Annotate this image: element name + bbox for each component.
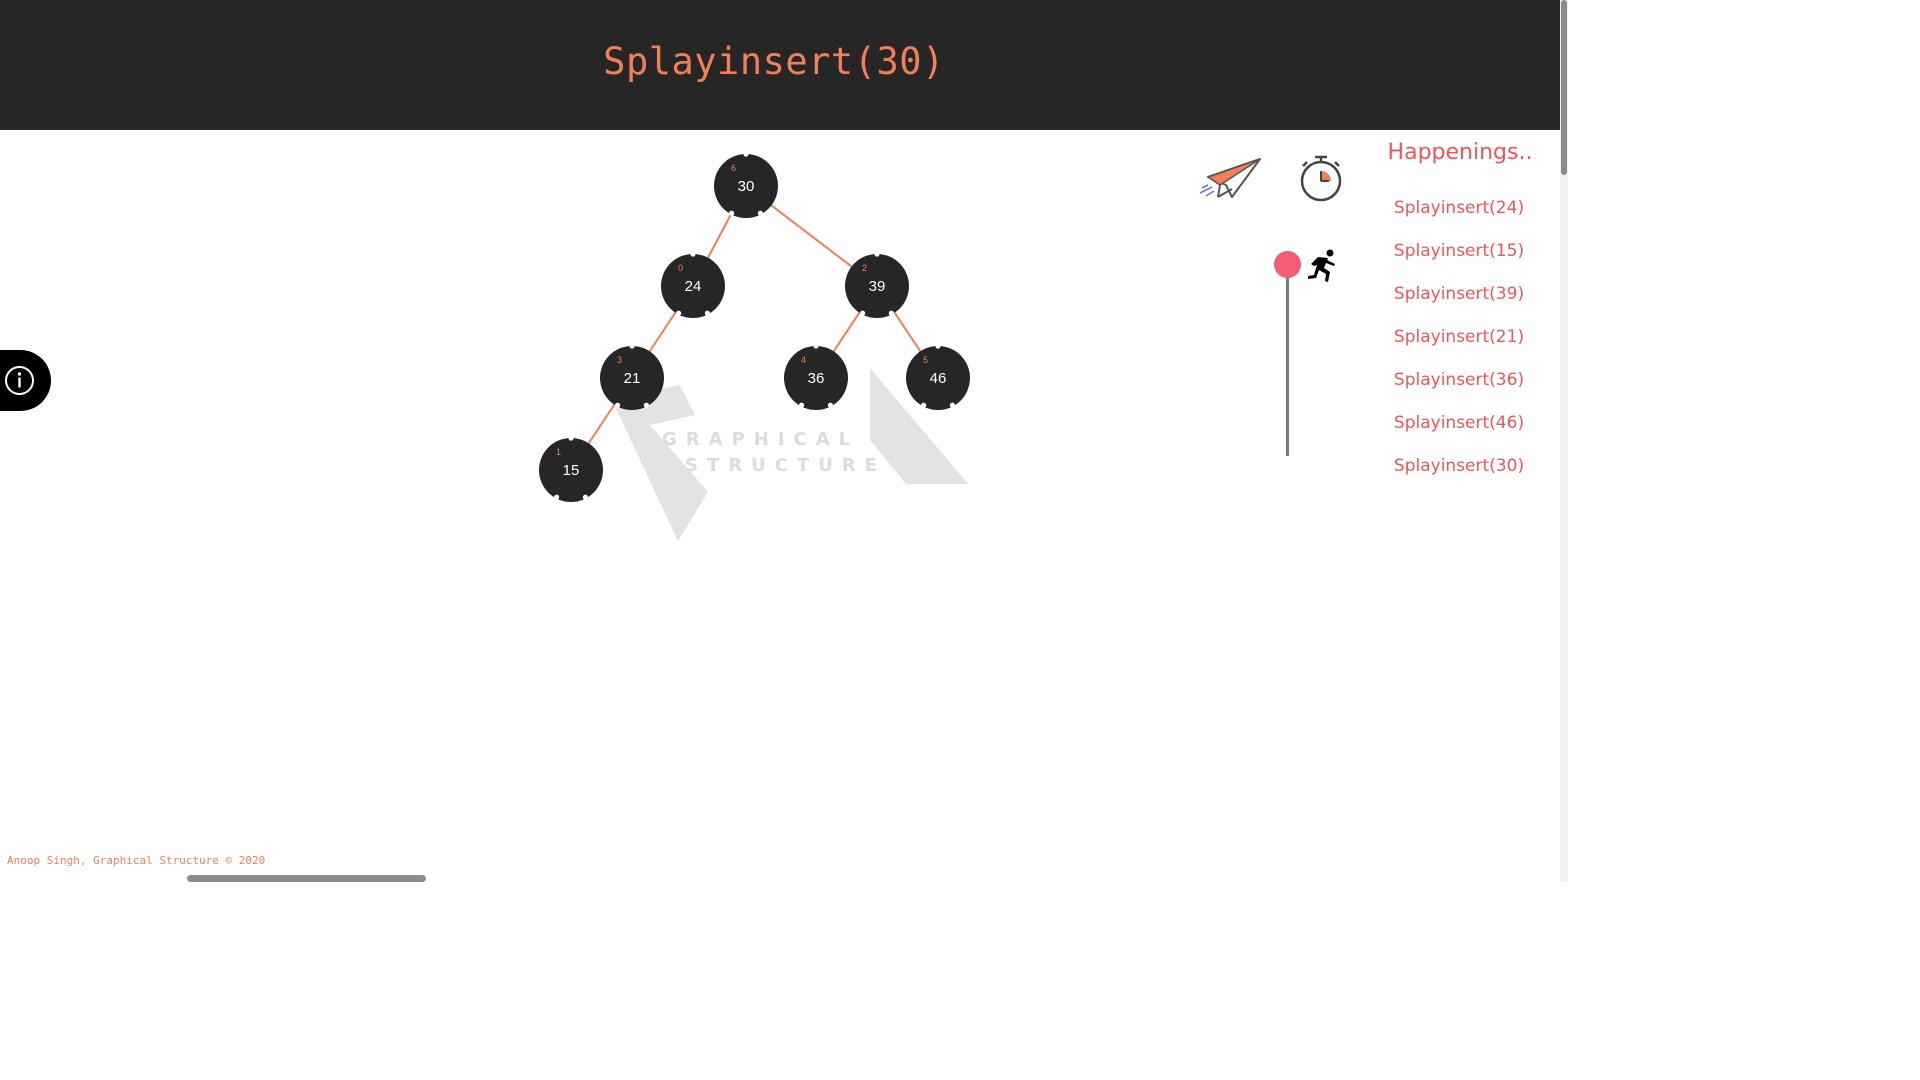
node-value: 46 bbox=[930, 370, 947, 387]
node-port bbox=[554, 494, 560, 500]
tree-edge bbox=[770, 204, 853, 268]
history-item[interactable]: Splayinsert(46) bbox=[1393, 413, 1525, 433]
tree-node[interactable]: 546 bbox=[906, 343, 970, 410]
operation-title: Splayinsert(30) bbox=[603, 40, 945, 83]
node-circle bbox=[845, 254, 909, 318]
history-list: Splayinsert(24) Splayinsert(15) Splayins… bbox=[1380, 196, 1538, 497]
node-circle bbox=[600, 346, 664, 410]
tree-edge bbox=[587, 404, 616, 444]
tree-node[interactable]: 115 bbox=[539, 435, 603, 502]
node-port bbox=[568, 435, 574, 441]
node-port bbox=[860, 310, 866, 316]
node-value: 30 bbox=[738, 178, 755, 195]
node-port bbox=[827, 402, 834, 408]
speed-slider-knob[interactable] bbox=[1274, 251, 1301, 278]
history-item[interactable]: Splayinsert(39) bbox=[1393, 284, 1525, 304]
tree-node[interactable]: 436 bbox=[784, 343, 848, 410]
node-value: 24 bbox=[685, 278, 702, 295]
node-index: 0 bbox=[678, 263, 683, 273]
horizontal-scrollbar-thumb[interactable] bbox=[187, 875, 426, 882]
node-value: 36 bbox=[808, 370, 825, 387]
header-bar: Splayinsert(30) bbox=[0, 0, 1560, 130]
watermark-logo: GRAPHICAL STRUCTURE bbox=[612, 368, 968, 541]
node-port bbox=[757, 210, 764, 216]
node-index: 4 bbox=[801, 355, 806, 365]
paper-plane-icon[interactable] bbox=[1198, 155, 1262, 201]
node-port bbox=[888, 310, 895, 316]
node-circle bbox=[906, 346, 970, 410]
node-port bbox=[813, 343, 819, 349]
footer-credit: Anoop Singh, Graphical Structure © 2020 bbox=[7, 854, 266, 867]
node-port bbox=[676, 310, 682, 316]
tree-edge bbox=[648, 312, 677, 352]
node-circle bbox=[714, 154, 778, 218]
node-port bbox=[921, 402, 927, 408]
tree-edge bbox=[893, 312, 922, 352]
tree-canvas: GRAPHICAL STRUCTURE 63002423932143654611… bbox=[539, 151, 970, 541]
stopwatch-icon[interactable] bbox=[1298, 154, 1344, 204]
tree-edge bbox=[832, 312, 861, 352]
node-index: 6 bbox=[731, 163, 736, 173]
node-value: 21 bbox=[624, 370, 641, 387]
history-item[interactable]: Splayinsert(24) bbox=[1393, 198, 1525, 218]
tree-node[interactable]: 024 bbox=[661, 251, 725, 318]
node-port bbox=[704, 310, 711, 316]
node-value: 39 bbox=[869, 278, 886, 295]
node-index: 1 bbox=[556, 447, 561, 457]
node-index: 3 bbox=[617, 355, 622, 365]
node-port bbox=[949, 402, 956, 408]
history-item[interactable]: Splayinsert(30) bbox=[1393, 456, 1525, 476]
node-port bbox=[629, 343, 635, 349]
vertical-scrollbar-thumb[interactable] bbox=[1561, 0, 1567, 175]
node-value: 15 bbox=[563, 462, 580, 479]
node-port bbox=[935, 343, 941, 349]
node-port bbox=[729, 210, 735, 216]
tree-edges bbox=[587, 204, 922, 444]
runner-icon[interactable] bbox=[1306, 248, 1338, 284]
tree-node[interactable]: 239 bbox=[845, 251, 909, 318]
watermark-line-2: STRUCTURE bbox=[685, 455, 886, 476]
history-item[interactable]: Splayinsert(15) bbox=[1393, 241, 1525, 261]
node-port bbox=[743, 151, 749, 157]
node-port bbox=[643, 402, 650, 408]
node-port bbox=[690, 251, 696, 257]
history-item[interactable]: Splayinsert(36) bbox=[1393, 370, 1525, 390]
node-index: 5 bbox=[923, 355, 928, 365]
node-circle bbox=[539, 438, 603, 502]
node-circle bbox=[784, 346, 848, 410]
history-item[interactable]: Splayinsert(21) bbox=[1393, 327, 1525, 347]
node-circle bbox=[661, 254, 725, 318]
node-port bbox=[615, 402, 621, 408]
happenings-title: Happenings.. bbox=[1387, 140, 1533, 165]
node-port bbox=[874, 251, 880, 257]
vertical-scrollbar-track[interactable] bbox=[1560, 0, 1568, 882]
tree-node[interactable]: 630 bbox=[714, 151, 778, 218]
node-index: 2 bbox=[862, 263, 867, 273]
node-port bbox=[582, 494, 589, 500]
speed-slider-track[interactable] bbox=[1286, 265, 1289, 456]
tree-node[interactable]: 321 bbox=[600, 343, 664, 410]
tree-edge bbox=[707, 213, 732, 259]
node-port bbox=[799, 402, 805, 408]
watermark-line-1: GRAPHICAL bbox=[662, 429, 859, 450]
info-icon[interactable] bbox=[4, 365, 35, 396]
